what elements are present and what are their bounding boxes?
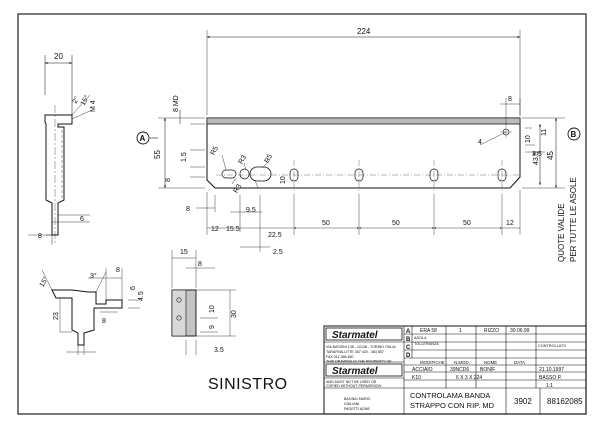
dim-side-angle-2: 2° — [71, 95, 81, 105]
dim-right-10: 10 — [525, 135, 532, 143]
dim-side-8: 8 — [38, 233, 42, 240]
dim-left-8-md: 8 MD — [173, 95, 180, 112]
dim-radius-r5-b: R5 — [264, 153, 275, 164]
dim-detail-a-3: 3° — [90, 272, 97, 280]
dim-left-15: 1.5 — [181, 152, 188, 162]
section-marker-a: A — [136, 131, 158, 145]
rev-b-description-2: TOLLERANZA — [414, 342, 439, 346]
dim-side-6: 6 — [80, 216, 84, 223]
sheet-border — [17, 13, 587, 415]
dim-bottom-50-b: 50 — [392, 220, 400, 227]
dim-left-8: 8 — [165, 178, 172, 182]
dim-right-4: 4 — [478, 139, 482, 146]
dim-right-3-5: 3.5 — [532, 151, 542, 158]
company-logo-bottom: Starmatel — [325, 363, 403, 377]
rev-letter-d: D — [406, 353, 411, 359]
dim-bottom-50-c: 50 — [463, 220, 471, 227]
dim-bottom-9-5: 9.5 — [246, 207, 256, 214]
col-n-mod: N.MOD. — [454, 360, 470, 365]
company-logo-top-text: Starmatel — [332, 330, 378, 341]
view-label: SINISTRO — [208, 376, 288, 393]
dim-bottom-8: 8 — [186, 206, 190, 213]
hardness: K10 — [412, 375, 421, 381]
company-logo-bottom-text: Starmatel — [332, 366, 378, 377]
rev-a-quantity: 1 — [459, 328, 462, 334]
company-logo-top: Starmatel — [325, 327, 403, 341]
address-line-3: FAX 011 368 460 — [326, 355, 354, 359]
address-line-2: TARARVALUTTE 367 420 - 383 857 — [326, 350, 384, 354]
dim-bottom-12-right: 12 — [506, 220, 514, 227]
rev-letter-a: A — [406, 329, 411, 335]
dim-right-43-5: 43.5 — [533, 151, 540, 165]
dim-side-width: 20 — [54, 52, 63, 61]
dim-detail-a-4-5: 4.5 — [138, 291, 145, 301]
dim-right-11: 11 — [541, 129, 548, 136]
dim-overall-length: 224 — [357, 27, 371, 36]
main-view-lines — [158, 30, 565, 252]
dim-radius-r3-b: R3 — [238, 154, 249, 165]
signature-3: PAGETTI ADNE — [344, 407, 370, 411]
rev-letter-b: B — [406, 337, 411, 343]
dim-radius-r5-a: R5 — [210, 145, 221, 156]
copy-note-2: COPIED WITHOUT PERMISSION — [326, 384, 381, 388]
material-code: 39NCD6 — [450, 367, 469, 373]
rev-a-author: RIZZO — [484, 328, 499, 334]
drawing-code-2: 88162085 — [547, 397, 583, 406]
section-marker-b: B — [567, 127, 581, 141]
date-field: 21.10.1997 — [539, 367, 564, 373]
rev-a-date: 30.06.99 — [510, 328, 530, 334]
signature-1: BAGNAI MARIO — [344, 397, 371, 401]
finish: BASSO P. — [539, 375, 562, 381]
dim-bottom-50-a: 50 — [322, 220, 330, 227]
col-modifiche: MODIFICHE — [420, 360, 445, 365]
dim-detail-b-30: 30 — [231, 310, 238, 318]
side-profile-view — [28, 55, 93, 245]
treatment: BONIF — [480, 367, 495, 373]
dim-detail-b-9: 9 — [209, 325, 216, 329]
col-data: DATA — [514, 360, 525, 365]
dim-detail-a-23: 23 — [53, 312, 60, 320]
dim-detail-a-8-bottom: 8 — [102, 318, 106, 325]
drawing-title-line-2: STRAPPO CON RIP. MD — [410, 401, 495, 410]
scale: 1:1 — [546, 383, 553, 389]
address-line-1: VIA BASSINI 138 - 10136 - TORINO ITALIA — [326, 345, 396, 349]
dim-detail-b-10: 10 — [209, 305, 216, 313]
dim-top-8: 8 — [508, 96, 512, 103]
rev-a-description: ERA 58 — [420, 328, 437, 334]
dim-bottom-15-5: 15.5 — [226, 226, 240, 233]
col-nome: NOME — [484, 360, 497, 365]
dim-bottom-22-5: 22.5 — [268, 232, 282, 239]
dim-slot-10: 10 — [280, 176, 287, 184]
note-line-2: PER TUTTE LE ASOLE — [569, 177, 578, 262]
dim-detail-a-15: 15° — [38, 275, 50, 288]
section-marker-b-label: B — [571, 130, 577, 139]
dim-detail-b-8: 8 — [198, 261, 202, 268]
copy-note-1: AND MUST NOT BE USED OR — [326, 380, 377, 384]
detail-b-view — [171, 250, 236, 355]
property-note-visible: THIS DRAWING IS THE PROPERTY OF — [326, 360, 392, 364]
detail-a-view — [41, 268, 140, 355]
rev-letter-c: C — [406, 345, 411, 351]
visto: CONTROLLATO — [538, 344, 566, 348]
dim-detail-b-15: 15 — [180, 249, 188, 256]
dim-bottom-2-5: 2.5 — [273, 249, 283, 256]
dim-detail-a-6: 6 — [130, 286, 137, 290]
dim-detail-b-3-5: 3.5 — [214, 347, 224, 354]
section-marker-a-label: A — [140, 134, 146, 143]
drawing-title-line-1: CONTROLAMA BANDA — [410, 391, 490, 400]
dim-radius-r3-a: R3 — [233, 183, 244, 194]
title-block — [323, 325, 587, 415]
dim-detail-a-8: 8 — [116, 267, 120, 274]
size: 6 X 3 X 224 — [456, 375, 482, 381]
rev-b-description: ASOLA — [414, 336, 427, 340]
dim-side-m4: M 4 — [90, 100, 97, 112]
signature-2: GIULIANI — [344, 402, 359, 406]
material: ACCIAIO — [412, 367, 433, 373]
note-line-1: QUOTE VALIDE — [557, 203, 566, 262]
dim-right-45: 45 — [546, 151, 555, 160]
drawing-code-1: 3902 — [514, 397, 532, 406]
dim-bottom-12: 12 — [211, 226, 219, 233]
dim-left-55: 55 — [153, 150, 162, 159]
